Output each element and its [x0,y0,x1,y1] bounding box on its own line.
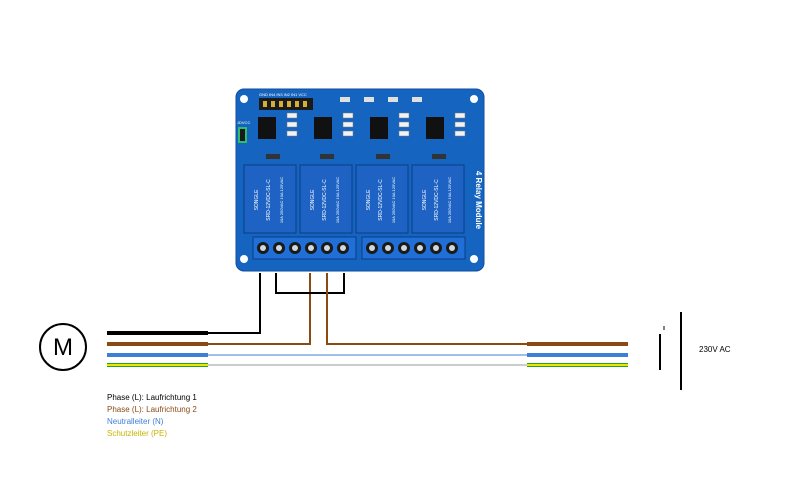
mounting-hole [470,255,478,263]
status-led [388,97,398,102]
wire-phase1 [107,331,208,335]
relay-module: GND IN4 IN3 IN2 IN1 VCC JDVCC SRD- [235,88,485,272]
optocoupler [370,117,388,139]
mounting-hole [240,255,248,263]
motor-cable [107,331,208,367]
relay-bridge-wire [275,273,345,294]
diode [432,154,446,159]
legend-pe: Schutzleiter (PE) [107,429,168,438]
legend-neutral: Neutralleiter (N) [107,417,164,426]
svg-text:SONGLE: SONGLE [310,189,316,211]
relay: SRD-12VDC-SL-C SONGLE 10A 250VAC 10A 125… [299,164,353,234]
wire-phase1-route [208,273,261,334]
mounting-hole [470,95,478,103]
svg-text:SONGLE: SONGLE [254,189,260,211]
legend-phase1: Phase (L): Laufrichtung 1 [107,393,197,402]
motor-symbol: M [39,323,87,371]
motor-label: M [53,334,73,361]
svg-text:SRD-12VDC-SL-C: SRD-12VDC-SL-C [266,179,272,221]
wire-neutral [107,353,208,357]
diode [266,154,280,159]
svg-text:SONGLE: SONGLE [366,189,372,211]
wire-supply-phase [527,342,628,346]
svg-text:10A 250VAC 10A 125VAC: 10A 250VAC 10A 125VAC [447,177,452,223]
diode [320,154,334,159]
status-led [340,97,350,102]
optocoupler [426,117,444,139]
relay: SRD-12VDC-SL-C SONGLE 10A 250VAC 10A 125… [355,164,409,234]
svg-text:SRD-12VDC-SL-C: SRD-12VDC-SL-C [322,179,328,221]
wire-supply-phase-route [326,273,527,345]
wire-supply-neutral [527,353,628,357]
status-led [412,97,422,102]
legend-phase2: Phase (L): Laufrichtung 2 [107,405,197,414]
terminal-block [361,236,466,260]
terminal-block [252,236,357,260]
status-led [364,97,374,102]
svg-text:SRD-12VDC-SL-C: SRD-12VDC-SL-C [434,179,440,221]
mounting-hole [240,95,248,103]
supply-cable [527,342,628,367]
svg-text:SONGLE: SONGLE [422,189,428,211]
optocoupler [314,117,332,139]
diode [376,154,390,159]
svg-text:10A 250VAC 10A 125VAC: 10A 250VAC 10A 125VAC [391,177,396,223]
svg-text:SRD-12VDC-SL-C: SRD-12VDC-SL-C [378,179,384,221]
optocoupler [258,117,276,139]
header-pin-labels: GND IN4 IN3 IN2 IN1 VCC [259,92,307,97]
svg-text:10A 250VAC 10A 125VAC: 10A 250VAC 10A 125VAC [279,177,284,223]
supply-voltage-label: 230V AC [699,345,731,354]
relay: SRD-12VDC-SL-C SONGLE 10A 250VAC 10A 125… [411,164,465,234]
jumper-label: JDVCC [237,120,250,125]
legend: Phase (L): Laufrichtung 1 Phase (L): Lau… [107,392,197,440]
power-supply-symbol [659,312,682,390]
svg-text:10A 250VAC 10A 125VAC: 10A 250VAC 10A 125VAC [335,177,340,223]
relay: SRD-12VDC-SL-C SONGLE 10A 250VAC 10A 125… [243,164,297,234]
module-title: 4 Relay Module [474,171,483,230]
wire-phase2 [107,342,208,346]
wire-phase2-route [208,273,311,345]
header-pins [259,98,313,110]
